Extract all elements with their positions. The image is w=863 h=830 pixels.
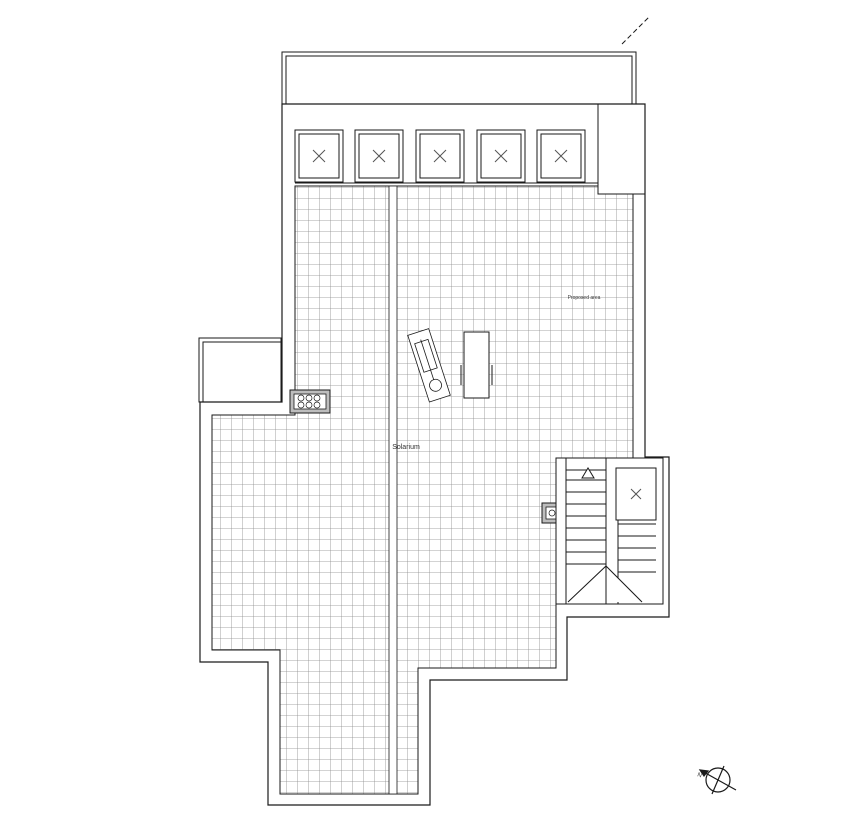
expansion-joint	[388, 185, 398, 795]
parapet-line	[295, 182, 598, 187]
room-label-terrace: Proposed area	[568, 295, 601, 301]
left-balcony	[198, 337, 282, 403]
sun-lounger-icon	[407, 328, 451, 403]
room-label-solarium: Solarium	[392, 444, 420, 451]
table-icon	[460, 331, 493, 399]
north-label: N	[696, 772, 702, 779]
stair-skylight	[615, 467, 657, 521]
skylight-row	[294, 129, 586, 183]
top-balcony	[281, 15, 651, 105]
north-arrow-icon	[698, 765, 737, 795]
planter-icon	[289, 389, 331, 414]
right-column	[597, 103, 646, 195]
